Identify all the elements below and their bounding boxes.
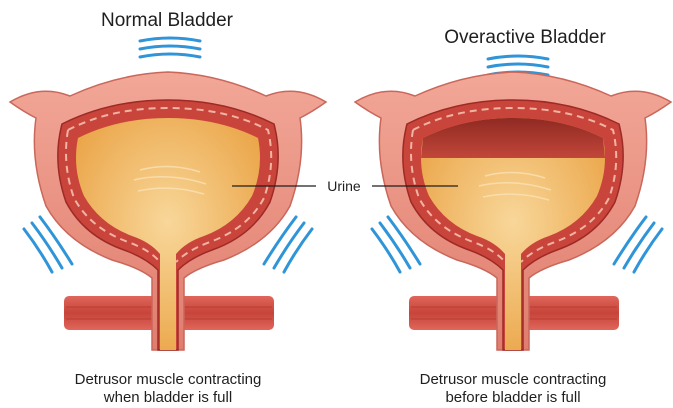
normal-caption-line2: when bladder is full [103,389,232,406]
overactive-caption-line2: before bladder is full [445,389,580,406]
normal-bladder [10,72,326,350]
normal-bladder-title: Normal Bladder [101,10,234,31]
normal-caption-line1: Detrusor muscle contracting [75,371,262,388]
overactive-bladder-title: Overactive Bladder [444,27,606,48]
top-wave-icon-left [140,38,200,57]
overactive-bladder [355,72,671,350]
overactive-caption-line1: Detrusor muscle contracting [420,371,607,388]
urine-label: Urine [327,178,361,194]
